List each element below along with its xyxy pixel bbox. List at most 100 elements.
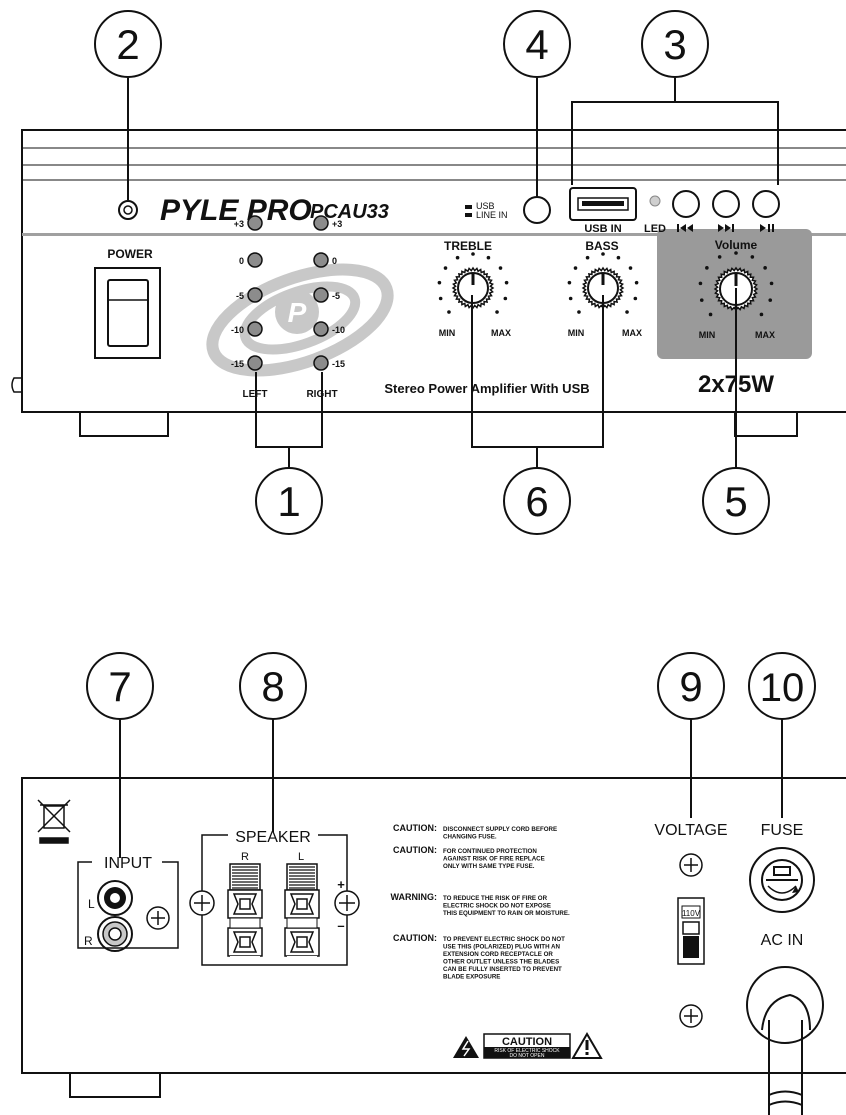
treble-knob[interactable] (437, 252, 509, 314)
knob-scale-dot (750, 255, 755, 259)
knob-scale-dot (768, 298, 773, 302)
speaker-terminals (227, 863, 320, 962)
caution-heading: WARNING: (391, 892, 438, 902)
screw-speaker-left-icon (189, 890, 215, 916)
status-led (649, 195, 661, 207)
input-select: USB LINE IN (465, 201, 508, 220)
input-select-button[interactable] (523, 196, 551, 224)
meter-level-left: -15 (231, 359, 244, 369)
caution-line: USE THIS (POLARIZED) PLUG WITH AN (443, 944, 561, 951)
meter-led-right (313, 215, 329, 231)
tagline: Stereo Power Amplifier With USB (384, 381, 589, 396)
svg-text:4: 4 (525, 21, 548, 68)
meter-level-left: -5 (236, 291, 244, 301)
meter-level-right: -5 (332, 291, 340, 301)
caution-line: CAN BE FULLY INSERTED TO PREVENT (443, 966, 562, 973)
treble-label: TREBLE (444, 239, 492, 253)
caution-heading: CAUTION: (393, 845, 437, 855)
meter-level-right: -15 (332, 359, 345, 369)
meter-level-right: -10 (332, 325, 345, 335)
knob-scale-dot (585, 255, 590, 260)
knob-scale-dot (708, 312, 713, 317)
meter-led-right (313, 287, 329, 303)
caution-line: BLADE EXPOSURE (443, 974, 500, 981)
screw-icon (118, 200, 138, 220)
meter-led-left (247, 355, 263, 371)
callout-2: 2 (94, 10, 162, 78)
knob-scale-dot (734, 251, 738, 255)
meter-led-left (247, 252, 263, 268)
play-pause-button[interactable] (752, 190, 780, 218)
knob-scale-dot (625, 310, 629, 314)
meter-led-right (313, 321, 329, 337)
input-l-label: L (88, 897, 95, 911)
play-pause-icon (760, 224, 774, 232)
callout-8: 8 (239, 652, 307, 720)
knob-scale-dot (769, 281, 774, 286)
callout-5: 5 (702, 467, 770, 535)
usb-port[interactable] (569, 187, 637, 221)
meter-led-left (247, 321, 263, 337)
bass-label: BASS (585, 239, 618, 253)
knob-scale-dot (698, 281, 703, 286)
rca-jack-right[interactable] (97, 916, 133, 952)
next-icon (718, 224, 734, 232)
fuse-label: FUSE (761, 822, 804, 839)
knob-scale-dot (633, 296, 638, 301)
speaker-minus-label: – (337, 918, 344, 933)
callout-1: 1 (255, 467, 323, 535)
power-label: POWER (107, 247, 153, 261)
knob-scale-dot (568, 296, 573, 301)
callout-6: 6 (503, 467, 571, 535)
knob-scale-dot (699, 298, 704, 302)
rear-callouts (119, 718, 783, 858)
screw-speaker-right-icon (334, 890, 360, 916)
fuse-holder[interactable] (749, 847, 815, 913)
meter-level-left: -10 (231, 325, 244, 335)
caution-texts: CAUTION:DISCONNECT SUPPLY CORD BEFORECHA… (391, 823, 571, 981)
volume-min-label: MIN (699, 330, 716, 340)
usb-in-label: USB IN (584, 223, 621, 235)
svg-text:7: 7 (108, 663, 131, 710)
knob-scale-dot (486, 255, 491, 260)
meter-led-left (247, 215, 263, 231)
voltage-selector[interactable]: 110V (677, 897, 705, 965)
caution-sticker: CAUTION RISK OF ELECTRIC SHOCK DO NOT OP… (453, 1032, 603, 1059)
callout-4: 4 (503, 10, 571, 78)
caution-line: FOR CONTINUED PROTECTION (443, 848, 537, 855)
caution-heading: CAUTION: (393, 933, 437, 943)
caution-line: TO REDUCE THE RISK OF FIRE OR (443, 895, 548, 902)
meter-level-right: +3 (332, 219, 342, 229)
meter-level-left: +3 (234, 219, 244, 229)
svg-text:3: 3 (663, 21, 686, 68)
knob-scale-dot (616, 255, 621, 260)
treble-min-label: MIN (439, 328, 456, 338)
bass-max-label: MAX (622, 328, 642, 338)
power-switch[interactable] (94, 267, 161, 359)
speaker-r-label: R (241, 851, 249, 863)
rca-jack-left[interactable] (97, 880, 133, 916)
svg-text:110V: 110V (682, 909, 701, 918)
screw-input-icon (146, 906, 170, 930)
prev-button[interactable] (672, 190, 700, 218)
svg-text:2: 2 (116, 21, 139, 68)
callout-3: 3 (641, 10, 709, 78)
caution-line: AGAINST RISK OF FIRE REPLACE (443, 856, 545, 863)
caution-line: TO PREVENT ELECTRIC SHOCK DO NOT (443, 936, 565, 943)
screw-voltage-top-icon (679, 853, 703, 877)
model-label: PCAU33 (310, 201, 389, 223)
knob-scale-dot (437, 280, 442, 285)
knob-scale-dot (717, 255, 722, 259)
knob-scale-dot (601, 252, 605, 256)
front-callouts (127, 78, 779, 468)
bass-knob[interactable] (567, 252, 639, 314)
brand-logo: PYLE PRO (160, 194, 312, 227)
meter-level-left: 0 (239, 256, 244, 266)
knob-scale-dot (498, 266, 503, 270)
next-button[interactable] (712, 190, 740, 218)
knob-scale-dot (759, 312, 764, 317)
knob-scale-dot (705, 266, 709, 270)
knob-scale-dot (495, 310, 499, 314)
